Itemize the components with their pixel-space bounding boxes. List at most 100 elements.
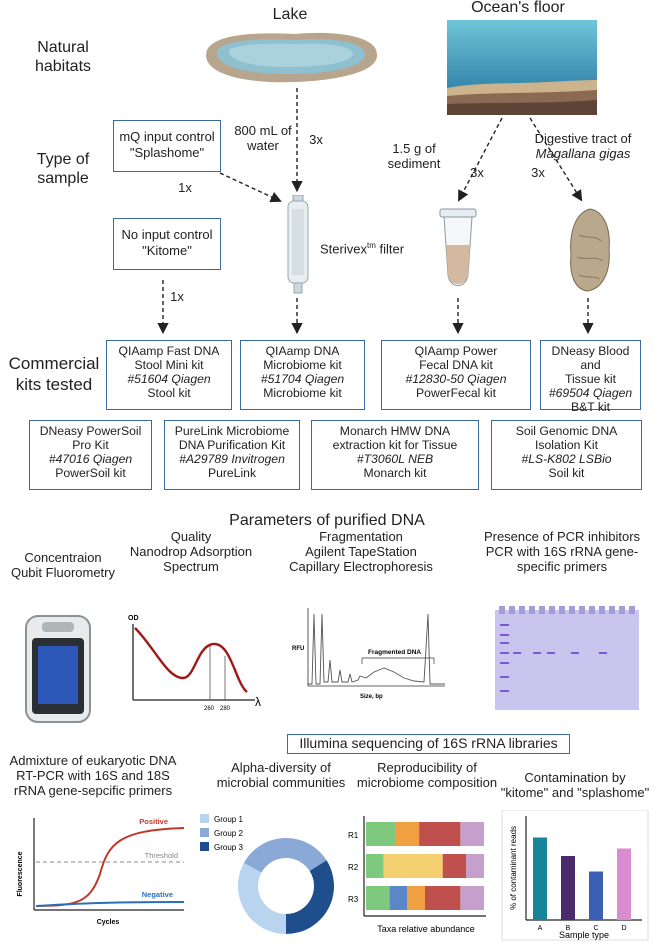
kit-name-line1: DNeasy PowerSoil bbox=[39, 424, 142, 438]
stack-segment bbox=[419, 822, 461, 846]
tapestation-xlabel: Size, bp bbox=[360, 694, 383, 700]
qpcr-ylabel: Fluorescence bbox=[17, 851, 24, 896]
frag-line2: Agilent TapeStation bbox=[305, 544, 417, 559]
contam-bar-B bbox=[561, 856, 575, 920]
alpha-line2: microbial communities bbox=[216, 775, 346, 790]
qpcr-negative-label: Negative bbox=[142, 890, 173, 899]
stack-segment bbox=[366, 822, 396, 846]
label-type-of-sample: Type of sample bbox=[36, 151, 90, 187]
water-reps: 3x bbox=[309, 132, 323, 147]
kit-short-name: PowerFecal kit bbox=[416, 386, 496, 400]
eukaryotic-label: Admixture of eukaryotic DNA RT-PCR with … bbox=[2, 753, 184, 798]
stack-segment bbox=[407, 886, 425, 910]
spectrum-od-label: OD bbox=[128, 615, 139, 622]
water-label: 800 mL of water bbox=[234, 123, 292, 153]
label-commercial-kits: Commercial kits tested bbox=[8, 354, 100, 394]
kit-name-line2: Tissue kit bbox=[564, 372, 617, 386]
no-reps: 1x bbox=[170, 289, 184, 304]
contam-tick-C: C bbox=[593, 925, 598, 932]
kit-catalog: #51604 Qiagen bbox=[127, 372, 211, 386]
sterivex-label: Sterivextm filter bbox=[320, 238, 410, 256]
sediment-label: 1.5 g of sediment bbox=[387, 141, 441, 171]
kit-name-line2: DNA Purification Kit bbox=[178, 438, 286, 452]
kit-box: QIAamp Power Fecal DNA kit #12830-50 Qia… bbox=[381, 340, 531, 410]
sterivex-suffix: filter bbox=[375, 241, 405, 257]
legend-label-group-2: Group 2 bbox=[214, 829, 243, 838]
pcr-line1: Presence of PCR inhibitors bbox=[483, 529, 641, 544]
stack-segment bbox=[395, 822, 420, 846]
kit-name-line2: Microbiome kit bbox=[263, 358, 342, 372]
kit-short-name: Monarch kit bbox=[363, 466, 427, 480]
kit-catalog: #69504 Qiagen bbox=[548, 386, 633, 400]
kit-name-line2: Isolation Kit bbox=[534, 438, 598, 452]
mq-control-line1: mQ input control bbox=[119, 129, 215, 144]
spectrum-tick-280: 280 bbox=[220, 706, 231, 712]
ocean-illustration bbox=[447, 20, 597, 115]
frag-line1: Fragmentation bbox=[319, 529, 403, 544]
kit-short-name: PureLink bbox=[207, 466, 257, 480]
kit-name-line1: DNeasy Blood and bbox=[551, 344, 630, 372]
spectrum-tick-260: 260 bbox=[204, 706, 215, 712]
kit-box: DNeasy PowerSoil Pro Kit #47016 Qiagen P… bbox=[29, 420, 152, 490]
frag-line3: Capillary Electrophoresis bbox=[289, 559, 433, 574]
qpcr-positive-label: Positive bbox=[139, 817, 168, 826]
legend-swatch-group-1 bbox=[200, 814, 209, 823]
donut-chart: Group 1 Group 2 Group 3 bbox=[200, 814, 334, 934]
contam-bar-D bbox=[617, 848, 631, 920]
qual-line2: Nanodrop Adsorption bbox=[129, 544, 253, 559]
digestive-species: Magallana gigas bbox=[535, 146, 631, 161]
kit-catalog: #51704 Qiagen bbox=[260, 372, 345, 386]
kit-box: Soil Genomic DNA Isolation Kit #LS-K802 … bbox=[491, 420, 642, 490]
contam-line2: "kitome" and "splashome" bbox=[500, 785, 650, 800]
sterivex-sup: tm bbox=[366, 241, 376, 250]
conc-line2: Qubit Fluorometry bbox=[10, 565, 116, 580]
mq-control-box: mQ input control "Splashome" bbox=[113, 120, 221, 172]
qual-line3: Spectrum bbox=[163, 559, 219, 574]
qubit-device-icon bbox=[25, 615, 91, 723]
kit-catalog: #12830-50 Qiagen bbox=[405, 372, 507, 386]
tube-icon bbox=[439, 208, 477, 286]
stack-segment bbox=[366, 854, 384, 878]
contam-tick-B: B bbox=[566, 925, 571, 932]
legend-swatch-group-2 bbox=[200, 828, 209, 837]
no-control-line1: No input control bbox=[121, 227, 213, 242]
spectrum-plot: OD 260 280 λ bbox=[128, 615, 261, 712]
parameters-title: Parameters of purified DNA bbox=[229, 512, 425, 529]
sterivex-name: Sterivex bbox=[320, 241, 367, 257]
alpha-diversity-label: Alpha-diversity of microbial communities bbox=[216, 760, 346, 790]
taxa-xlabel: Taxa relative abundance bbox=[377, 924, 475, 934]
reproducibility-label: Reproducibility of microbiome compositio… bbox=[352, 760, 502, 790]
kit-catalog: #LS-K802 LSBio bbox=[521, 452, 612, 466]
kit-catalog: #T3060L NEB bbox=[356, 452, 434, 466]
gel-image bbox=[495, 606, 639, 710]
no-control-box: No input control "Kitome" bbox=[113, 218, 221, 270]
contam-tick-D: D bbox=[621, 925, 626, 932]
euk-line3: rRNA gene-sepcific primers bbox=[13, 783, 173, 798]
donut-slice-1 bbox=[237, 862, 286, 934]
alpha-line1: Alpha-diversity of bbox=[231, 760, 331, 775]
contam-bar-A bbox=[533, 837, 547, 920]
contam-line1: Contamination by bbox=[524, 770, 626, 785]
row-label-r1: R1 bbox=[348, 831, 359, 840]
kit-box: PureLink Microbiome DNA Purification Kit… bbox=[164, 420, 300, 490]
illumina-box: Illumina sequencing of 16S rRNA librarie… bbox=[287, 734, 570, 754]
kit-catalog: #47016 Qiagen bbox=[48, 452, 133, 466]
flow-arrows bbox=[157, 88, 594, 335]
contam-tick-A: A bbox=[538, 925, 543, 932]
kit-name-line1: PureLink Microbiome bbox=[174, 424, 290, 438]
kit-short-name: B&T kit bbox=[570, 400, 611, 414]
kit-short-name: PowerSoil kit bbox=[55, 466, 126, 480]
kit-name-line1: QIAamp DNA bbox=[265, 344, 340, 358]
stack-segment bbox=[466, 854, 484, 878]
stack-segment bbox=[425, 886, 461, 910]
contam-ylabel: % of contaminant reads bbox=[509, 826, 518, 910]
donut-slice-2 bbox=[243, 838, 327, 873]
mq-control-line2: "Splashome" bbox=[129, 145, 205, 160]
conc-line1: Concentraion bbox=[24, 550, 102, 565]
legend-label-group-1: Group 1 bbox=[214, 815, 243, 824]
kit-name-line1: QIAamp Fast DNA bbox=[118, 344, 220, 358]
kit-short-name: Soil kit bbox=[548, 466, 585, 480]
oyster-icon bbox=[570, 208, 610, 292]
qpcr-xlabel: Cycles bbox=[97, 919, 120, 926]
stack-segment bbox=[389, 886, 408, 910]
